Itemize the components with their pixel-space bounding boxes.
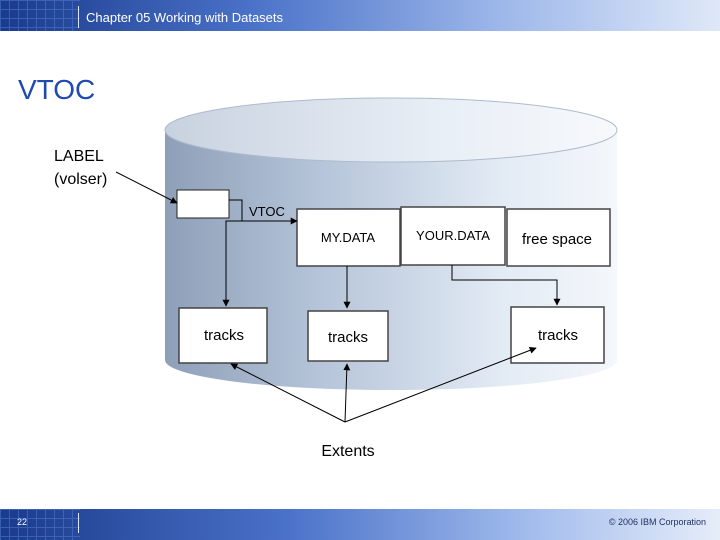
header-separator [78,6,79,28]
your-data-box [400,206,506,266]
connector-arrows [115,171,561,423]
footer-separator [78,513,79,533]
chapter-title: Chapter 05 Working with Datasets [86,10,284,25]
page-title: VTOC [18,74,96,105]
free-space-box [506,208,611,267]
header-grid-decoration [0,0,80,31]
tracks-box-1 [178,307,268,364]
my-data-box [296,208,401,267]
page-number: 22 [17,517,28,527]
volume-label-box [176,189,230,219]
tracks-label-3: tracks [538,327,578,344]
footer-grid-decoration [0,509,80,540]
free-space-label: free space [522,231,592,248]
label-volser-line2: (volser) [54,171,107,188]
header-bar: Chapter 05 Working with Datasets [0,0,720,31]
tracks-box-3 [510,306,605,364]
tracks-label-2: tracks [328,329,368,346]
tracks-box-2 [307,310,389,362]
your-data-label: YOUR.DATA [416,228,490,243]
my-data-label: MY.DATA [321,230,376,245]
tracks-label-1: tracks [204,327,244,344]
footer-bar [0,509,720,540]
extents-label: Extents [321,443,374,460]
label-volser-line1: LABEL [54,148,104,165]
copyright-text: © 2006 IBM Corporation [608,517,706,527]
vtoc-label: VTOC [249,204,285,219]
